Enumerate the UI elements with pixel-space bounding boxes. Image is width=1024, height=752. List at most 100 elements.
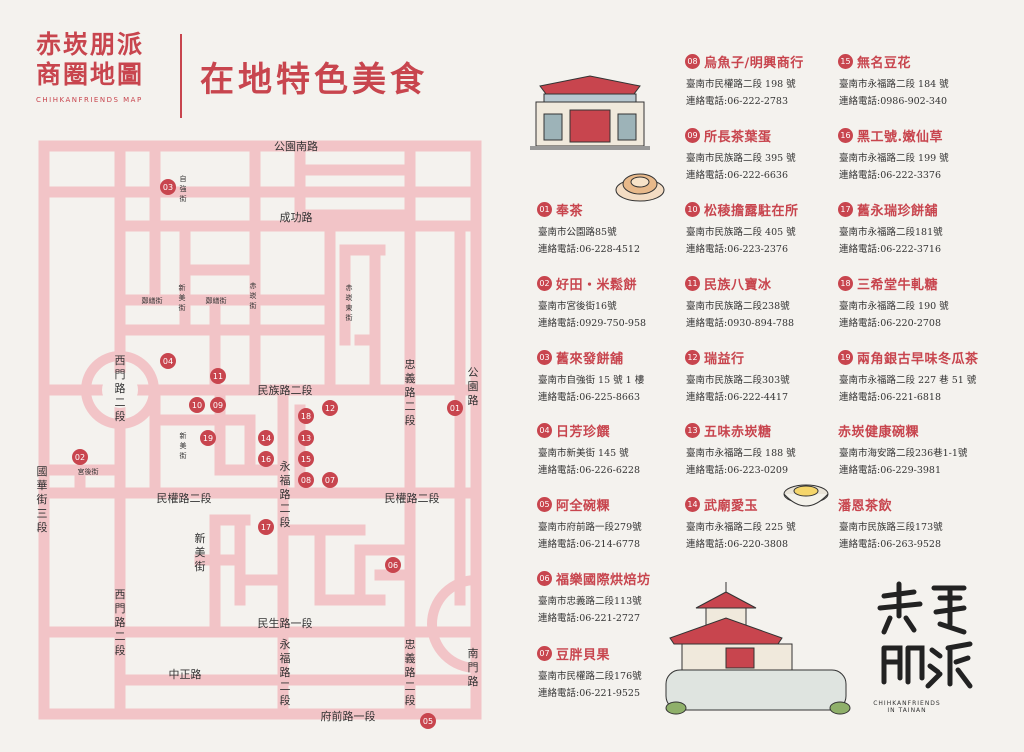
marker-dot	[160, 353, 176, 369]
street-label-vertical: 忠義路二段	[405, 358, 416, 427]
map-marker[interactable]: 13	[298, 430, 314, 446]
map-marker[interactable]: 15	[298, 451, 314, 467]
road-network	[38, 140, 482, 720]
marker-number: 12	[325, 404, 335, 413]
map-marker[interactable]: 09	[210, 397, 226, 413]
shop-number-badge: 11	[685, 276, 700, 291]
map-marker[interactable]: 18	[298, 408, 314, 424]
map-marker[interactable]: 16	[258, 451, 274, 467]
temple-illustration-top	[530, 75, 650, 150]
street-label-vertical: 公園路	[468, 366, 479, 407]
small-street-labels: 自強街 新美街 新美街 赤崁街 赤崁東街 宮後街 鄭繕街 鄭繕街	[78, 174, 353, 476]
shop-number-badge: 07	[537, 646, 552, 661]
shop-address: 臺南市民族路三段173號	[839, 522, 943, 533]
marker-dot	[160, 179, 176, 195]
shop-name: 奉茶	[556, 204, 584, 219]
shop-number-badge: 08	[685, 54, 700, 69]
street-label: 民族路二段	[258, 383, 313, 397]
map-marker[interactable]: 12	[322, 400, 338, 416]
shop-name: 好田‧米鬆餅	[556, 278, 638, 293]
marker-dot	[298, 408, 314, 424]
shop-entry[interactable]: 潘恩茶飲臺南市民族路三段173號連絡電話:06-263-9528	[838, 495, 988, 553]
shop-entry[interactable]: 赤崁健康碗粿臺南市海安路二段236巷1-1號連絡電話:06-229-3981	[838, 421, 988, 479]
map-marker[interactable]: 07	[322, 472, 338, 488]
marker-number: 15	[301, 455, 311, 464]
map-marker[interactable]: 05	[420, 713, 436, 729]
shop-phone: 連絡電話:06-222-2783	[686, 96, 789, 107]
marker-dot	[447, 400, 463, 416]
street-label: 公園南路	[274, 140, 318, 153]
map-marker[interactable]: 06	[385, 557, 401, 573]
shop-phone: 連絡電話:06-220-2708	[839, 318, 942, 329]
shop-name: 福樂國際烘焙坊	[556, 573, 651, 588]
map-marker[interactable]: 11	[210, 368, 226, 384]
marker-number: 05	[423, 717, 433, 726]
map-marker[interactable]: 04	[160, 353, 176, 369]
street-label-vertical: 新美街	[195, 531, 206, 573]
marker-dot	[322, 472, 338, 488]
street-label-vertical: 赤崁街	[250, 282, 257, 310]
map-marker[interactable]: 01	[447, 400, 463, 416]
map-marker[interactable]: 14	[258, 430, 274, 446]
shop-address: 臺南市民族路二段 405 號	[686, 227, 796, 238]
shop-phone: 連絡電話:06-222-3376	[839, 170, 942, 181]
vertical-labels: 西門路二段 西門路二段 國華街三段 忠義路二段 忠義路二段 永福路二段 永福路二…	[37, 354, 479, 707]
shop-address: 臺南市永福路二段 199 號	[839, 153, 949, 164]
street-label: 中正路	[169, 668, 202, 681]
map-marker[interactable]: 10	[189, 397, 205, 413]
shop-address: 臺南市自強街 15 號 1 樓	[538, 375, 645, 386]
shop-address: 臺南市海安路二段236巷1-1號	[839, 448, 968, 459]
shop-phone: 連絡電話:06-228-4512	[538, 244, 641, 255]
street-label: 民生路一段	[258, 616, 313, 630]
map-marker[interactable]: 08	[298, 472, 314, 488]
street-label-vertical: 西門路二段	[115, 588, 126, 657]
shop-address: 臺南市永福路二段 190 號	[839, 301, 949, 312]
shop-number-badge: 09	[685, 128, 700, 143]
map-marker[interactable]: 17	[258, 519, 274, 535]
marker-number: 13	[301, 434, 311, 443]
shop-number-badge: 04	[537, 423, 552, 438]
shop-name: 瑞益行	[704, 352, 745, 367]
map-marker[interactable]: 03	[160, 179, 176, 195]
shop-phone: 連絡電話:06-222-3716	[839, 244, 942, 255]
map-marker[interactable]: 02	[72, 449, 88, 465]
shop-phone: 連絡電話:0986-902-340	[839, 96, 948, 107]
map-marker[interactable]: 19	[200, 430, 216, 446]
marker-number: 07	[325, 476, 335, 485]
marker-dot	[258, 430, 274, 446]
street-label-vertical: 新美街	[180, 431, 187, 460]
signature-tagline: CHIHKANFRIENDS IN TAINAN	[873, 700, 941, 714]
shop-phone: 連絡電話:06-225-8663	[538, 392, 641, 403]
shop-address: 臺南市民權路二段176號	[538, 671, 642, 682]
shop-address: 臺南市永福路二段181號	[839, 227, 943, 238]
marker-dot	[298, 472, 314, 488]
cake-illustration	[615, 173, 665, 202]
marker-number: 14	[261, 434, 271, 443]
